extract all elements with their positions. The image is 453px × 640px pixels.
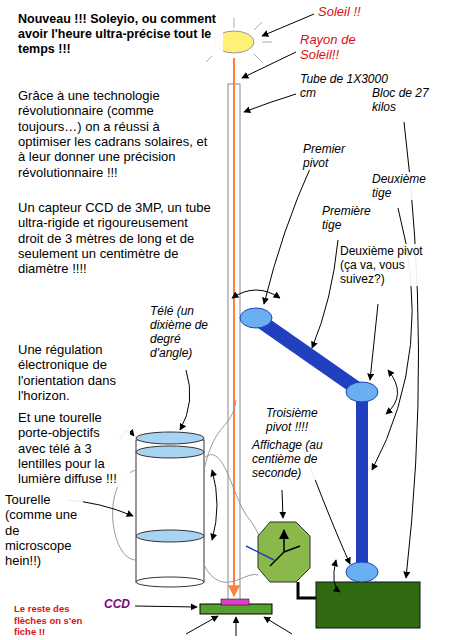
title: Nouveau !!! Soleyio, ou comment avoir l'… — [18, 12, 223, 56]
callout-label: Deuxième pivot (ça va, vous suivez?) — [340, 244, 440, 286]
callout-label: Premier pivot — [303, 142, 363, 170]
turret — [136, 432, 204, 587]
note: Le reste des flèches on s'en fiche !! — [14, 603, 100, 637]
display — [246, 522, 310, 582]
body-text: Grâce à une technologie révolutionnaire … — [18, 88, 214, 180]
sun-ray — [233, 58, 235, 596]
wires — [113, 400, 262, 582]
arm — [240, 308, 378, 582]
callout-label: Tourelle (comme une de microscope hein!!… — [5, 492, 83, 569]
callout-label: Première tige — [322, 204, 380, 232]
body-text: Une régulation électronique de l'orienta… — [18, 342, 130, 403]
callout-label: Soleil !! — [318, 4, 408, 19]
callout-label: Affichage (au centième de seconde) — [252, 438, 336, 480]
body-text: Un capteur CCD de 3MP, un tube ultra-rig… — [18, 200, 214, 277]
callout-label: Bloc de 27 kilos — [372, 86, 442, 114]
callout-label: Télé (un dixième de degré d'angle) — [150, 304, 224, 361]
ccd-sensor — [221, 599, 249, 605]
weight-block — [316, 582, 420, 628]
callout-label: CCD — [104, 597, 134, 611]
display-cable — [298, 582, 316, 598]
callout-label: Deuxième tige — [372, 172, 438, 200]
ccd-plate — [200, 604, 272, 614]
callout-label: Rayon de Soleil!! — [300, 32, 382, 63]
callout-label: Troisième pivot !!!! — [266, 406, 346, 434]
body-text: Et une tourelle porte-objectifs avec tél… — [18, 410, 130, 487]
rotation-arrows — [212, 290, 398, 592]
